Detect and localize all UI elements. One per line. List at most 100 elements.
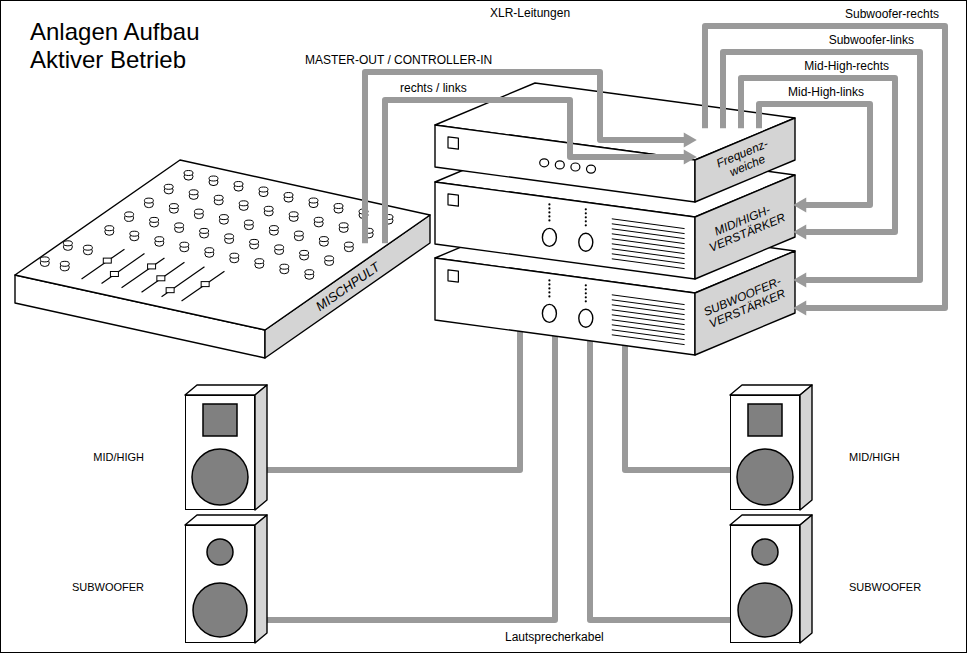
fader-cap [157, 276, 165, 281]
mixer-knob [325, 256, 334, 266]
power-switch [448, 270, 458, 282]
level-led [548, 291, 550, 293]
level-led [585, 220, 587, 222]
mixer-knob [175, 223, 184, 233]
gain-knob [542, 304, 556, 322]
mixer-knob [155, 237, 164, 247]
mixer-knob [169, 204, 178, 214]
cabinet-front [185, 395, 255, 510]
woofer [192, 449, 248, 505]
mixer-knob [305, 270, 314, 280]
mixer-knob [40, 257, 49, 267]
knob-top [305, 270, 314, 275]
cable-label-box: Mid-High-links [788, 85, 864, 99]
cable-line [365, 72, 686, 243]
speaker-drawing [185, 515, 267, 643]
cabinet-top [185, 515, 267, 525]
mixer-knob [194, 209, 203, 219]
level-led [585, 300, 587, 302]
mixer-knob [219, 215, 228, 225]
mixer-knob [63, 241, 72, 251]
woofer [193, 583, 247, 637]
level-led [548, 215, 550, 217]
cable [705, 26, 945, 316]
node-label: Frequenz- weiche [714, 137, 776, 183]
vent-line [612, 259, 685, 269]
fader-slot [122, 258, 165, 288]
knob-top [200, 228, 209, 233]
cabinet-side [255, 385, 267, 510]
knob-top [294, 231, 303, 236]
mixer-knob [289, 212, 298, 222]
knob-top [219, 215, 228, 220]
mixer-knob [250, 239, 259, 249]
cabinet-front [730, 395, 800, 510]
mixer-knob [83, 245, 92, 255]
node-label: MID/HIGH [849, 451, 900, 464]
speaker-cabinet: MID/HIGH [730, 395, 800, 510]
crossover-panel: Frequenz- weiche [697, 128, 793, 191]
mixer-knob [144, 198, 153, 208]
knob-top [319, 237, 328, 242]
tweeter [748, 404, 782, 436]
mixer-knob [280, 264, 289, 274]
control-knob [587, 165, 596, 173]
annotation-box: XLR-Leitungen [490, 6, 570, 20]
vent-line [612, 219, 685, 229]
knob-top [239, 201, 248, 206]
knob-top [130, 231, 139, 236]
mixer-knob [225, 234, 234, 244]
gain-knob [579, 233, 593, 251]
knob-top [209, 176, 218, 181]
vent-line [612, 300, 685, 310]
cable-line [590, 312, 730, 620]
level-led [585, 292, 587, 294]
amplifier-panel: SUBWOOFER- VERSTÄRKER [697, 271, 793, 334]
mixer-knob [269, 226, 278, 236]
annotation-box: Lautsprecherkabel [505, 630, 604, 644]
cable-label: Subwoofer-rechts [845, 7, 939, 21]
cable [385, 100, 697, 243]
node-label: MID/HIGH- VERSTÄRKER [702, 199, 789, 255]
cabinet-top [185, 385, 267, 395]
level-led [585, 216, 587, 218]
title: Anlagen Aufbau Aktiver Betrieb [30, 18, 240, 73]
level-led [585, 212, 587, 214]
arrow-head [793, 198, 806, 213]
fader-slot [162, 267, 205, 297]
vent-line [612, 335, 685, 345]
mixer-knob [205, 248, 214, 258]
fader-slot [142, 262, 185, 292]
unit-side [695, 118, 795, 202]
knob-top [275, 245, 284, 250]
cable-label-box: Subwoofer-rechts [845, 7, 939, 21]
control-knob [540, 159, 549, 167]
speaker-drawing [185, 385, 267, 510]
knob-top [325, 256, 334, 261]
mixer-knob [264, 206, 273, 216]
knob-top [155, 237, 164, 242]
cable-label-box: rechts / links [400, 81, 467, 95]
vent-line [612, 315, 685, 325]
mixer-knob [209, 176, 218, 186]
power-switch [448, 194, 458, 206]
cable-line [705, 26, 945, 308]
cable-label: Subwoofer-links [829, 33, 914, 47]
cabinet-side [255, 515, 267, 643]
mixer-knob [105, 226, 114, 236]
vent-line [612, 330, 685, 340]
node-label: SUBWOOFER- VERSTÄRKER [701, 275, 789, 332]
mixer-knob [234, 182, 243, 192]
cable-label-box: MASTER-OUT / CONTROLLER-IN [305, 53, 492, 67]
mixer-knob [239, 201, 248, 211]
level-led [548, 219, 550, 221]
vent-line [612, 239, 685, 249]
vent-line [612, 224, 685, 234]
cable-label: rechts / links [400, 81, 467, 95]
knob-top [125, 212, 134, 217]
knob-top [60, 261, 69, 266]
level-led [585, 288, 587, 290]
cabinet-side [800, 385, 812, 510]
